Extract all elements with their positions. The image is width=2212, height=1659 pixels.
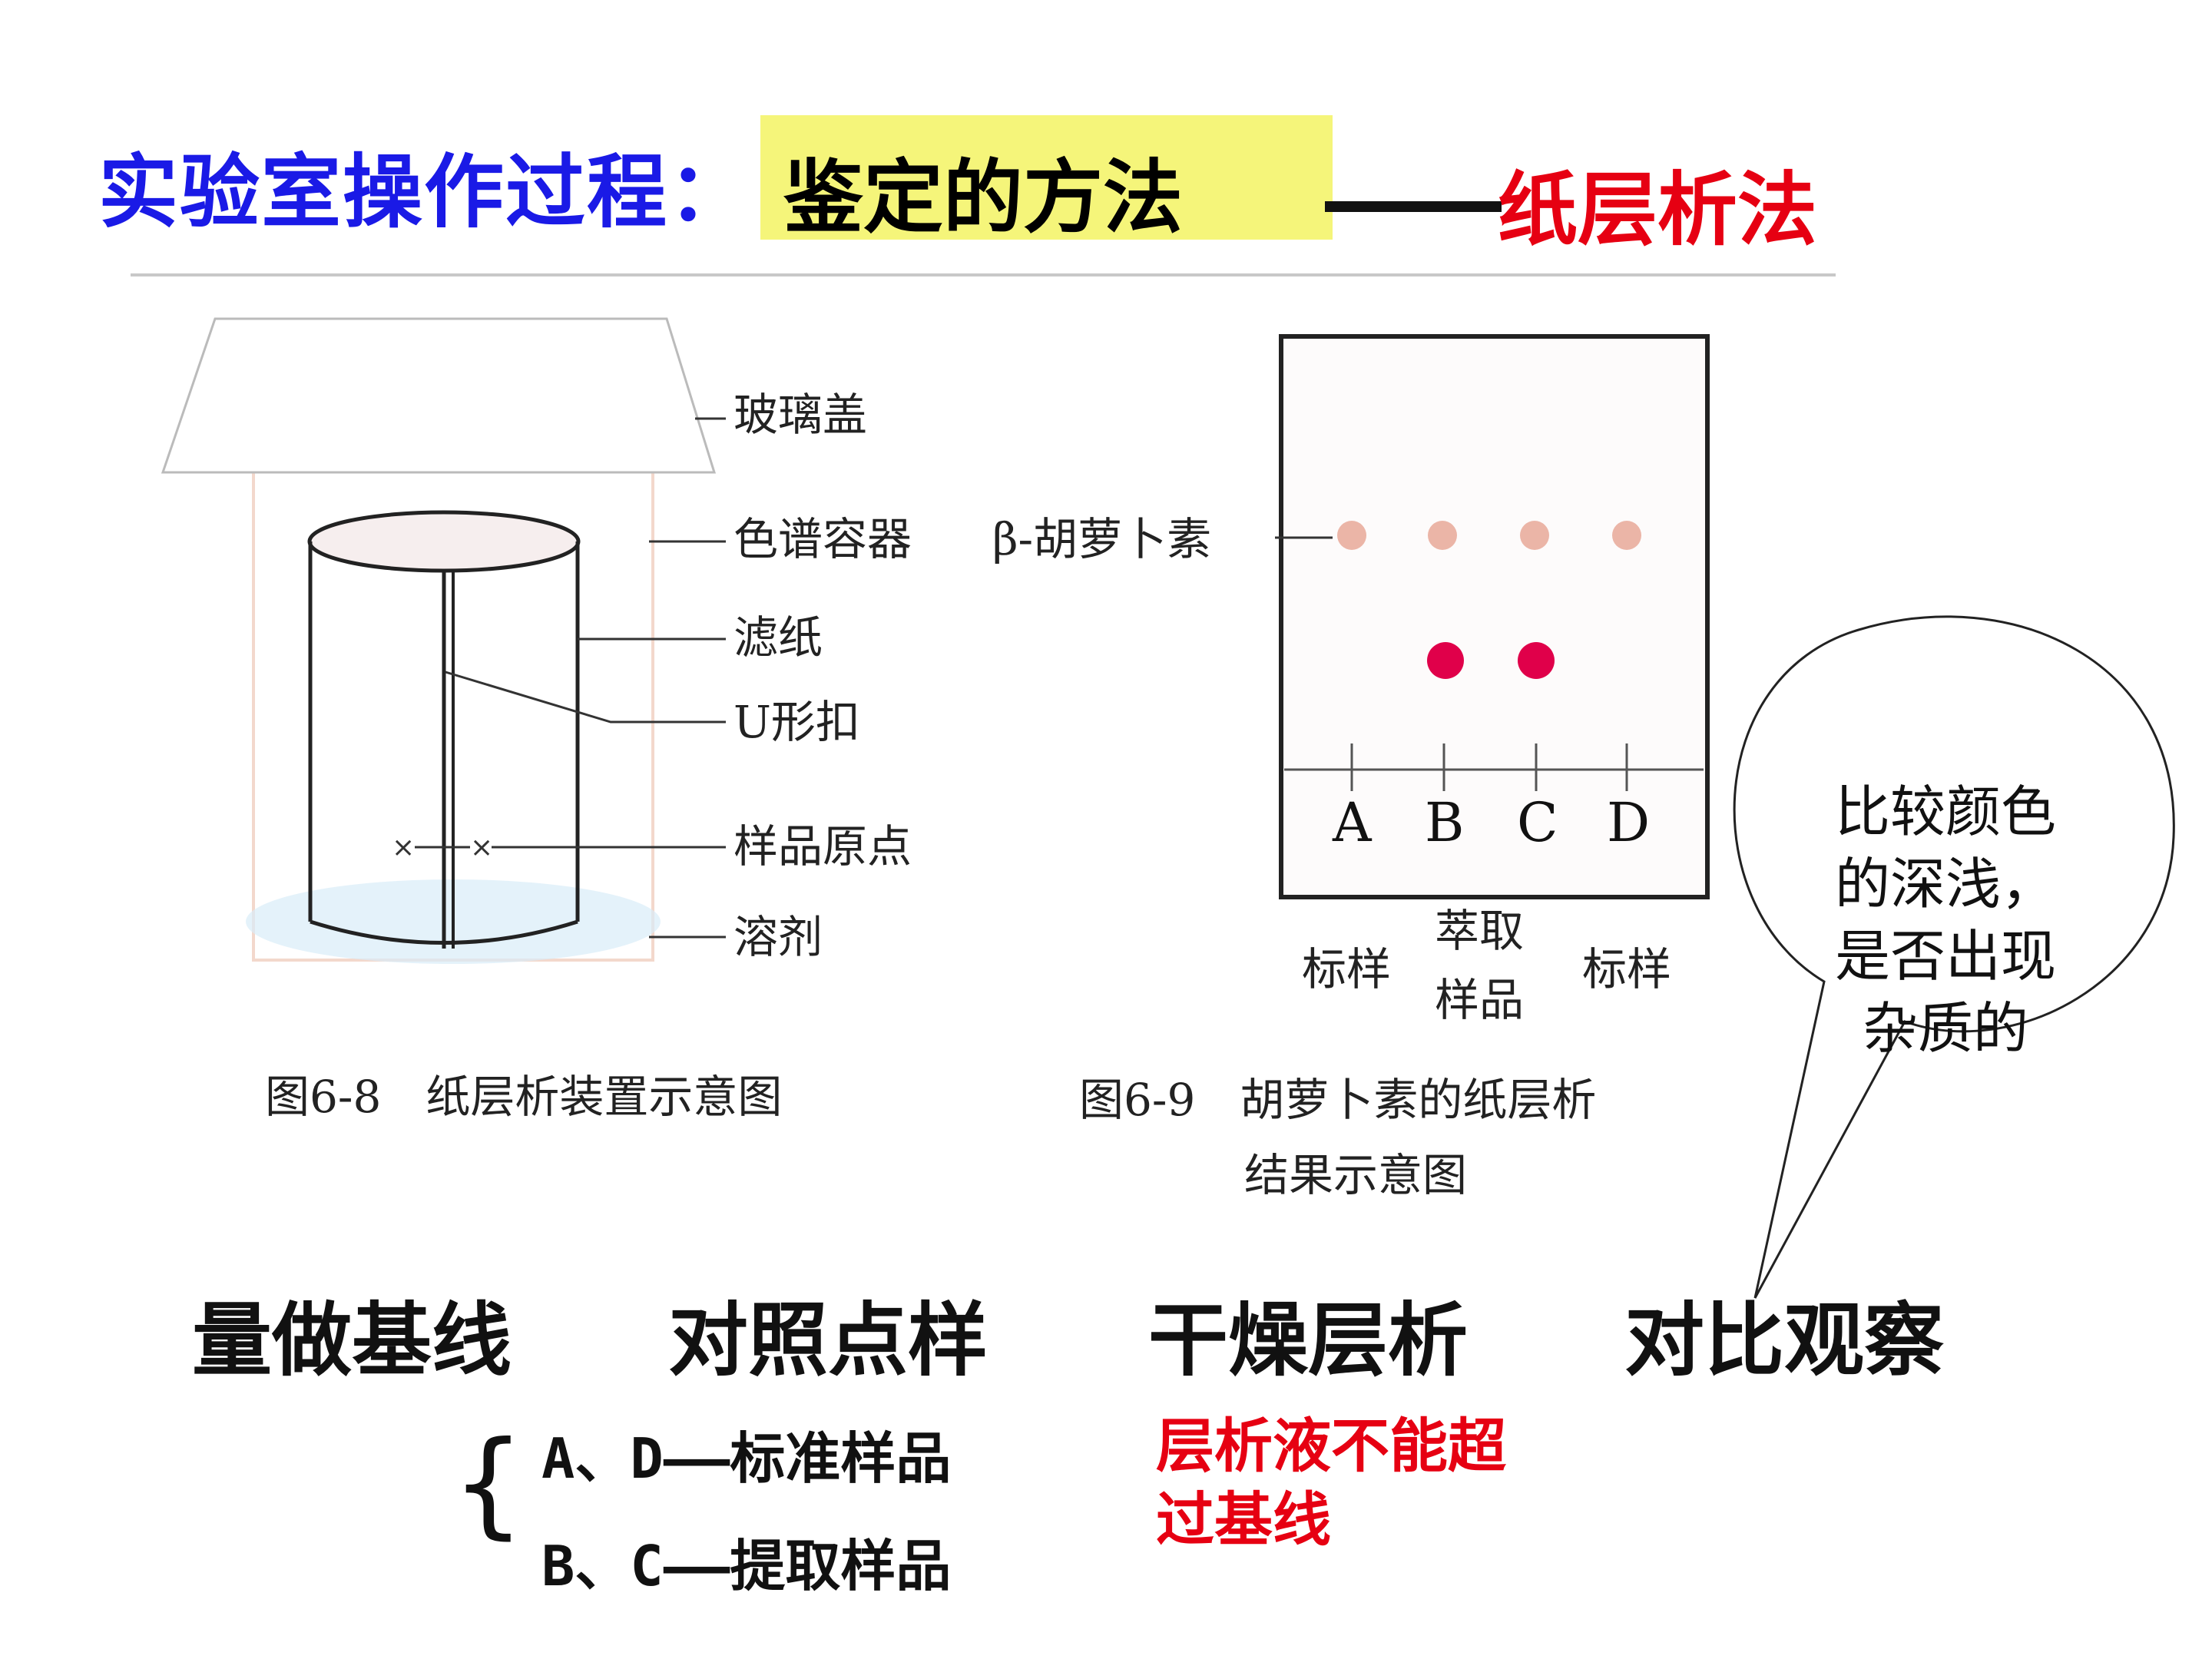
- caption-right-1: 图6-9 胡萝卜素的纸层析: [1079, 1074, 1596, 1126]
- impurity-spot-c: [1518, 642, 1555, 679]
- glass-cover: [161, 317, 717, 474]
- step-baseline: 量做基线: [192, 1293, 512, 1387]
- cylinder-top: [307, 510, 581, 573]
- label-glass-cover: 玻璃盖: [733, 389, 867, 441]
- title-prefix: 实验室操作过程：: [98, 145, 750, 239]
- caption-right-2: 结果示意图: [1244, 1149, 1467, 1201]
- label-standard-right: 标样: [1582, 943, 1671, 995]
- label-standard-left: 标样: [1302, 943, 1391, 995]
- step-spotting: 对照点样: [668, 1293, 988, 1387]
- label-beta-carotene: β-胡萝卜素: [992, 513, 1211, 565]
- title-highlight-box: [760, 115, 1333, 240]
- step-chromatography: 干燥层析: [1148, 1293, 1469, 1387]
- spot-b: [1428, 521, 1457, 550]
- title-dash: [1325, 201, 1502, 212]
- label-solvent: 溶剂: [733, 911, 823, 963]
- lane-a: A: [1332, 791, 1373, 854]
- svg-text:×: ×: [470, 832, 493, 863]
- brace-icon: {: [452, 1417, 525, 1551]
- lane-d: D: [1607, 791, 1650, 854]
- impurity-spot-b: [1427, 642, 1464, 679]
- label-extract-2: 样品: [1435, 974, 1524, 1026]
- paper-sheet: [1279, 334, 1710, 899]
- note-extract-samples: B、C——提取样品: [541, 1534, 952, 1598]
- label-filter-paper: 滤纸: [733, 611, 823, 664]
- spot-c: [1520, 521, 1549, 550]
- apparatus-figure: × ×: [161, 317, 726, 964]
- note-solvent-warning: 层析液不能超过基线: [1156, 1412, 1506, 1554]
- lane-c: C: [1517, 791, 1558, 854]
- header-divider: [131, 273, 1836, 276]
- speech-bubble: [1733, 615, 2175, 1299]
- label-origin: 样品原点: [733, 820, 912, 873]
- title-highlight: 鉴定的方法: [783, 151, 1184, 244]
- label-container: 色谱容器: [733, 513, 912, 565]
- title-method: 纸层析法: [1498, 163, 1818, 257]
- caption-left: 图6-8 纸层析装置示意图: [265, 1071, 782, 1123]
- chromatogram-figure: [1275, 334, 1710, 899]
- spot-d: [1612, 521, 1641, 550]
- label-u-clip: U形扣: [733, 696, 860, 748]
- step-observe: 对比观察: [1624, 1293, 1945, 1387]
- lane-b: B: [1425, 791, 1464, 854]
- bubble-text: 比较颜色的深浅，是否出现杂质的: [1834, 780, 2056, 1061]
- note-standard-samples: A、D——标准样品: [541, 1426, 952, 1491]
- svg-text:×: ×: [392, 832, 415, 863]
- spot-a: [1337, 521, 1366, 550]
- label-extract-1: 萃取: [1435, 905, 1524, 957]
